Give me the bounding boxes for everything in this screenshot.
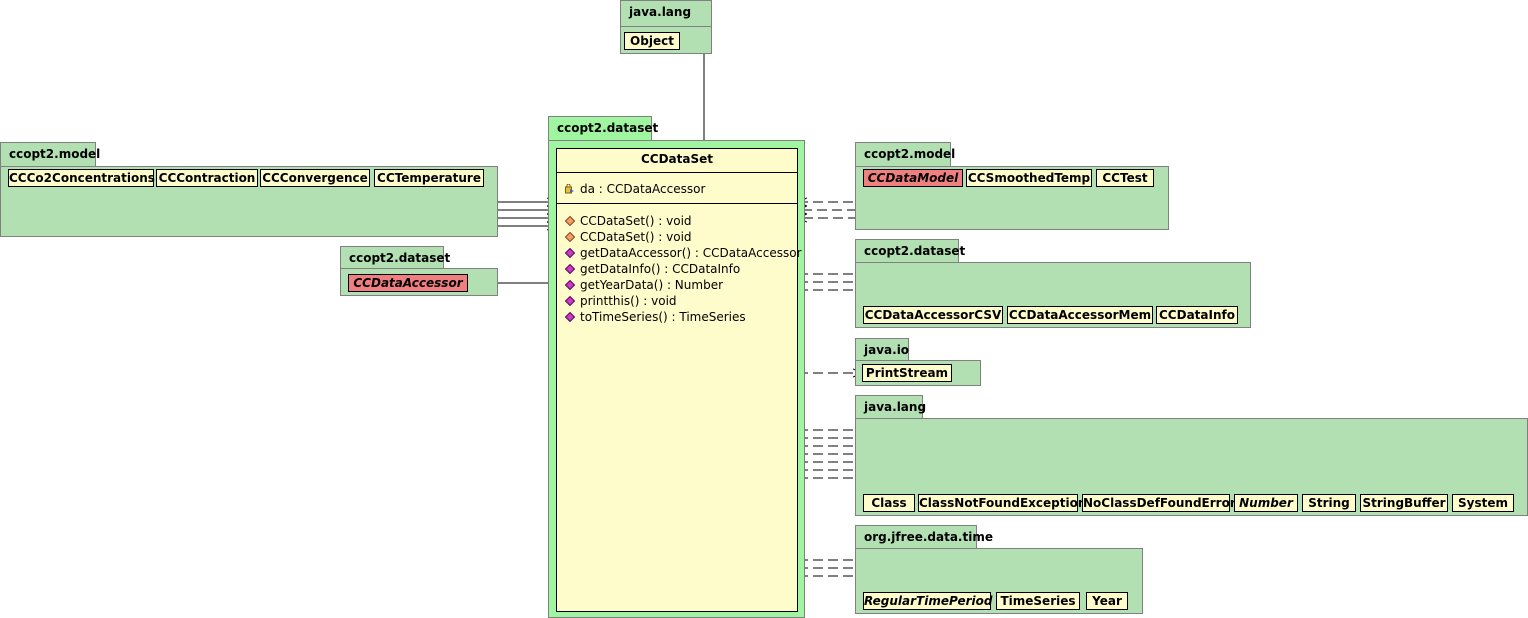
class-printstream[interactable]: PrintStream [862,364,952,382]
package-tab-ccopt2-model-left: ccopt2.model [0,142,100,168]
class-ccdatainfo[interactable]: CCDataInfo [1156,306,1238,324]
method-row[interactable]: getDataInfo() : CCDataInfo [565,261,740,277]
class-object[interactable]: Object [624,32,680,50]
method-text: printthis() : void [580,294,677,308]
public-method-icon [565,280,575,290]
field-text: da : CCDataAccessor [580,182,706,196]
class-ccsmoothedtemp[interactable]: CCSmoothedTemp [966,169,1092,187]
class-ccdataaccessor[interactable]: CCDataAccessor [348,274,468,292]
package-tab-ccopt2-model-right: ccopt2.model [855,142,955,168]
method-row[interactable]: getDataAccessor() : CCDataAccessor [565,245,802,261]
class-ccconvergence[interactable]: CCConvergence [260,169,370,187]
package-tab-ccopt2-dataset-main: ccopt2.dataset [548,116,658,142]
class-cctest[interactable]: CCTest [1096,169,1154,187]
class-ccco2concentrations[interactable]: CCCo2Concentrations [8,169,155,187]
class-year[interactable]: Year [1086,592,1128,610]
class-ccdataaccessormem[interactable]: CCDataAccessorMem [1007,306,1153,324]
class-class[interactable]: Class [863,494,915,512]
method-text: CCDataSet() : void [580,214,692,228]
class-ccdataaccessorcsv[interactable]: CCDataAccessorCSV [863,306,1003,324]
method-row[interactable]: toTimeSeries() : TimeSeries [565,309,746,325]
public-method-icon [565,264,575,274]
method-row[interactable]: printthis() : void [565,293,677,309]
method-text: getYearData() : Number [580,278,724,292]
field-row[interactable]: da : CCDataAccessor [565,181,705,197]
method-text: getDataInfo() : CCDataInfo [580,262,741,276]
package-tab-ccopt2-dataset-right: ccopt2.dataset [855,239,965,263]
method-row[interactable]: CCDataSet() : void [565,229,692,245]
generalization-line [680,41,705,148]
package-tab-java-lang-right: java.lang [855,395,926,419]
class-stringbuffer[interactable]: StringBuffer [1360,494,1448,512]
class-timeseries[interactable]: TimeSeries [996,592,1080,610]
public-method-icon [565,312,575,322]
method-row[interactable]: getYearData() : Number [565,277,723,293]
package-tab-java-lang-top: java.lang [620,0,712,26]
class-ccdatamodel[interactable]: CCDataModel [863,169,963,187]
package-tab-java-io: java.io [855,338,909,362]
method-text: getDataAccessor() : CCDataAccessor [580,246,802,260]
constructor-icon [565,232,575,242]
class-ccdataset[interactable]: CCDataSet da : CCDataAccessor CCDataSet(… [556,148,802,612]
member-separator [557,203,797,204]
method-text: toTimeSeries() : TimeSeries [580,310,746,324]
private-field-icon [565,184,574,194]
class-cctemperature[interactable]: CCTemperature [374,169,484,187]
package-tab-jfree-time: org.jfree.data.time [855,525,993,549]
class-number[interactable]: Number [1234,494,1298,512]
class-system[interactable]: System [1452,494,1514,512]
method-text: CCDataSet() : void [580,230,692,244]
class-regulartimeperiod[interactable]: RegularTimePeriod [863,592,993,610]
method-row[interactable]: CCDataSet() : void [565,213,692,229]
package-tab-ccopt2-dataset-left: ccopt2.dataset [340,246,450,270]
public-method-icon [565,296,575,306]
class-noclassdeffounderror[interactable]: NoClassDefFoundError [1082,494,1236,512]
class-name: CCDataSet [557,149,797,173]
class-classnotfoundexception[interactable]: ClassNotFoundException [918,494,1087,512]
constructor-icon [565,216,575,226]
public-method-icon [565,248,575,258]
class-cccontraction[interactable]: CCContraction [156,169,258,187]
class-string[interactable]: String [1302,494,1356,512]
